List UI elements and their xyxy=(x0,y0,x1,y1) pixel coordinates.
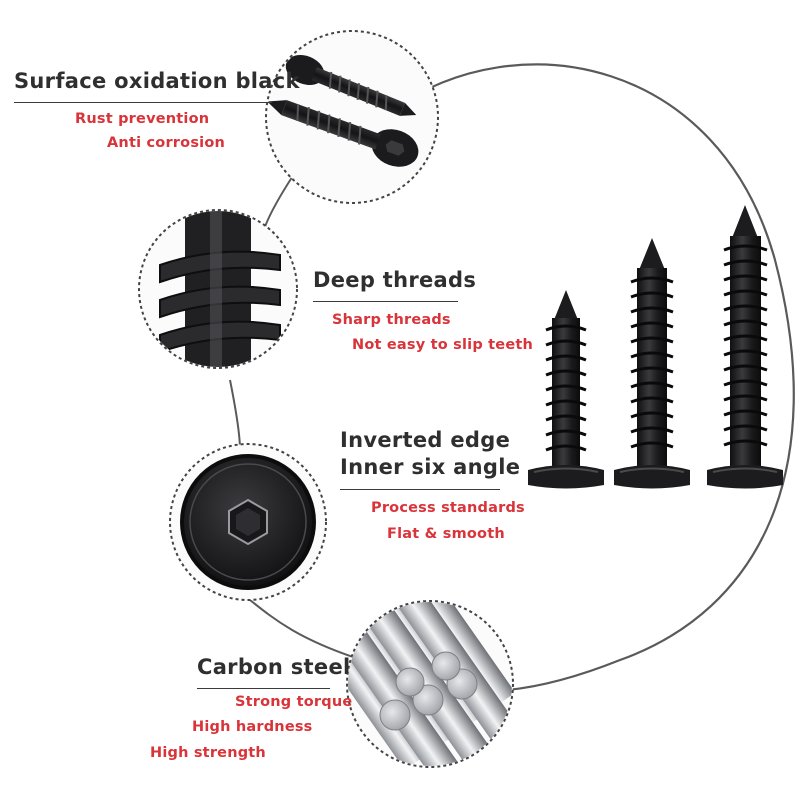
screw-short xyxy=(528,290,604,489)
feature-point-corrosion: Anti corrosion xyxy=(107,135,225,151)
feature-point-slip: Not easy to slip teeth xyxy=(352,337,534,353)
title-underline xyxy=(14,102,272,104)
feature-point-sharp: Sharp threads xyxy=(332,312,451,328)
screw-long xyxy=(707,205,783,489)
feature-point-strength: High strength xyxy=(150,745,266,761)
decorative-arc xyxy=(391,63,795,693)
feature-title-hex: Inner six angle xyxy=(340,455,521,479)
feature-title-oxidation: Surface oxidation black xyxy=(14,69,300,93)
feature-title-edge: Inverted edge xyxy=(340,428,511,452)
feature-point-smooth: Flat & smooth xyxy=(387,526,505,542)
feature-title-steel: Carbon steel xyxy=(197,655,351,679)
title-underline xyxy=(340,489,500,491)
screw-medium xyxy=(614,238,690,489)
title-underline xyxy=(313,301,458,303)
feature-point-torque: Strong torque xyxy=(235,694,353,710)
feature-point-rust: Rust prevention xyxy=(75,111,210,127)
feature-point-standards: Process standards xyxy=(371,500,525,516)
title-underline xyxy=(197,688,330,690)
feature-title-threads: Deep threads xyxy=(313,268,477,292)
feature-point-hardness: High hardness xyxy=(192,719,313,735)
